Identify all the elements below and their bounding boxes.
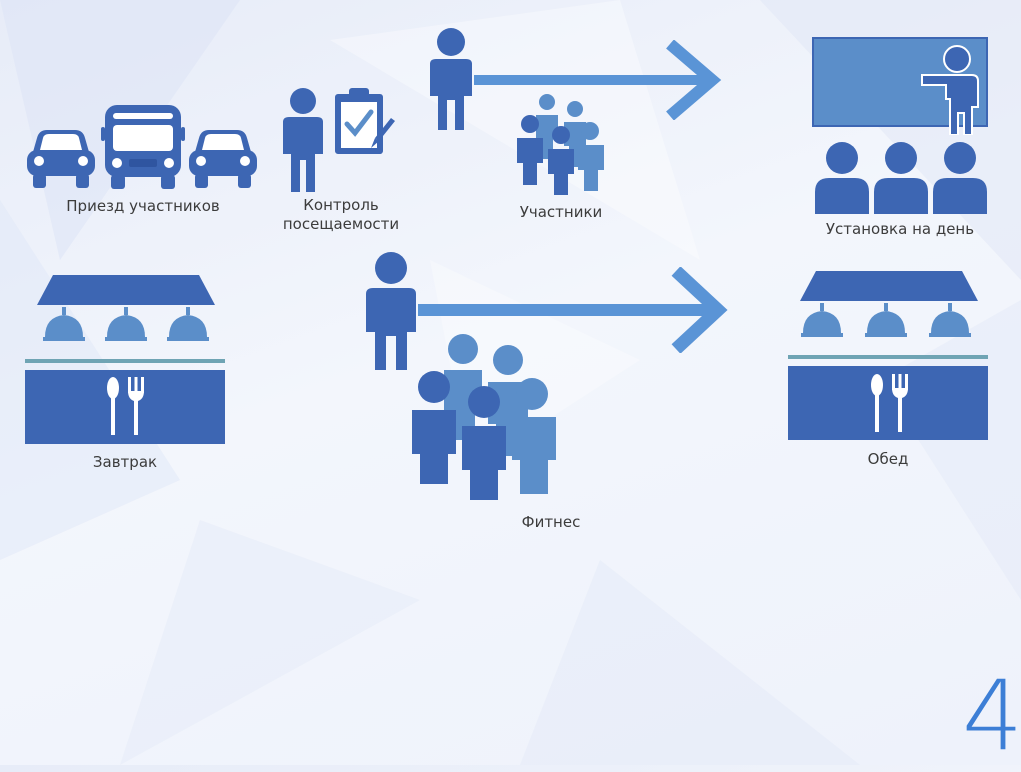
person-icon xyxy=(430,28,472,130)
person-icon xyxy=(366,252,416,370)
person-icon xyxy=(283,88,323,192)
fork-icon xyxy=(892,374,908,432)
arrival-label: Приезд участников xyxy=(66,197,220,215)
slide-number: 4 xyxy=(962,660,1021,772)
buffet-icon xyxy=(788,271,988,440)
participants-label: Участники xyxy=(519,203,603,221)
group-icon xyxy=(412,334,556,500)
spoon-icon xyxy=(107,377,119,435)
bus-icon xyxy=(101,105,185,189)
buffet-icon xyxy=(25,275,225,444)
breakfast-label: Завтрак xyxy=(92,453,158,471)
car-icon xyxy=(189,130,257,188)
presenter-icon xyxy=(812,37,988,135)
fitness-label: Фитнес xyxy=(521,513,581,531)
arrow-right-icon xyxy=(474,40,722,120)
attendance-label: Контроль посещаемости xyxy=(282,196,400,233)
lunch-label: Обед xyxy=(867,450,909,468)
car-icon xyxy=(27,130,95,188)
fork-icon xyxy=(128,377,144,435)
audience-icon xyxy=(815,142,987,214)
arrow-right-icon xyxy=(418,267,728,353)
clipboard-check-icon xyxy=(335,88,395,154)
group-icon xyxy=(517,94,604,195)
spoon-icon xyxy=(871,374,883,432)
daily-briefing-label: Установка на день xyxy=(825,220,975,238)
